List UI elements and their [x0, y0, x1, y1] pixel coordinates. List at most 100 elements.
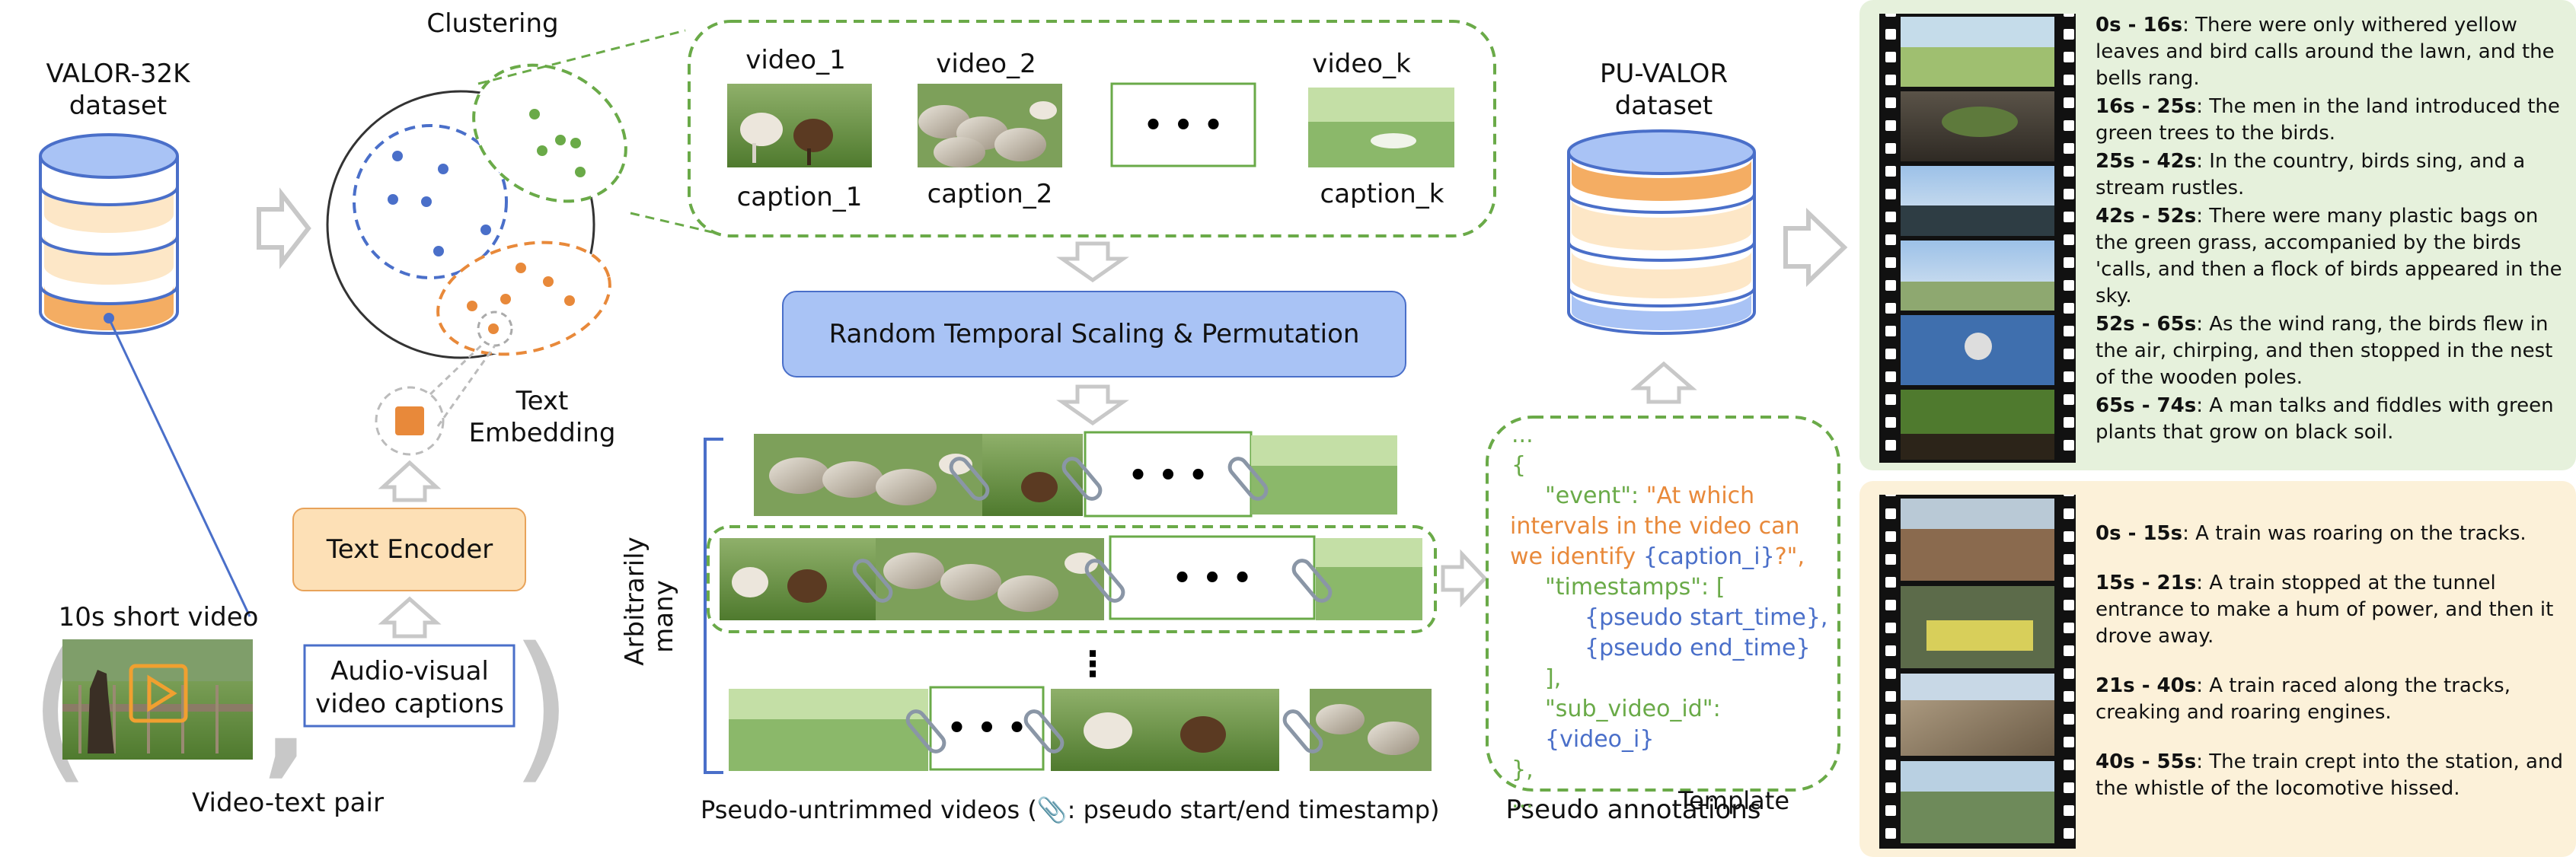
pseudo-annotation-template: Pseudo annotations: [1486, 416, 1840, 825]
arrow-puvalor-to-examples: [1783, 207, 1848, 288]
template-event-value-1: "At which: [1646, 483, 1755, 509]
train-caption-text: : The train crept into the station, and …: [2096, 750, 2563, 800]
captions-box-line2: video captions: [315, 689, 504, 719]
nature-caption-4: 42s - 52s: There were many plastic bags …: [2096, 203, 2566, 310]
more-videos-ellipsis: • • •: [1144, 108, 1224, 143]
arbitrarily-label: Arbitrarily: [620, 537, 650, 665]
arbitrarily-many-bracket: [704, 438, 723, 774]
pseudo-video-row-1: • • •: [754, 431, 1397, 518]
valor-title-line1: VALOR-32K: [46, 59, 192, 89]
template-event-key: "event":: [1545, 483, 1639, 509]
text-embedding-point: [375, 342, 496, 456]
paperclip-icon: [852, 559, 1333, 603]
nature-caption-6: 65s - 74s: A man talks and fiddles with …: [2096, 393, 2566, 446]
text-embedding-label-line1: Text: [516, 386, 569, 416]
puvalor-database-icon: [1567, 129, 1756, 335]
template-dots-bottom: ...: [1511, 787, 1534, 814]
train-caption-time: 15s - 21s: [2096, 572, 2197, 594]
selected-pseudo-video-highlight: [707, 525, 1437, 633]
template-dots-top: ...: [1511, 422, 1534, 448]
text-encoder-label: Text Encoder: [326, 534, 493, 565]
template-tag: Template: [1677, 786, 1789, 815]
train-caption-3: 21s - 40s: A train raced along the track…: [2096, 673, 2566, 726]
clustering-panel: Clustering Text Embedding: [326, 8, 713, 456]
nature-caption-text: : There were many plastic bags on the gr…: [2096, 205, 2562, 307]
nature-caption-time: 42s - 52s: [2096, 205, 2197, 228]
more-videos-placeholder: [1110, 82, 1256, 167]
template-ts-start: {pseudo start_time},: [1585, 604, 1828, 631]
nature-caption-text: : In the country, birds sing, and a stre…: [2096, 150, 2526, 199]
nature-caption-text: : There were only withered yellow leaves…: [2096, 14, 2555, 90]
puvalor-title-line1: PU-VALOR: [1600, 59, 1728, 89]
cluster-orange: [436, 241, 611, 356]
video-1-thumbnail: [727, 84, 872, 167]
video-1-label: video_1: [745, 45, 846, 75]
pseudo-video-row-2: • • •: [720, 535, 1422, 620]
train-caption-2: 15s - 21s: A train stopped at the tunnel…: [2096, 570, 2566, 650]
pseudo-untrimmed-label: Pseudo-untrimmed videos (📎: pseudo start…: [701, 795, 1440, 824]
arrow-scaling-to-pseudo: [1056, 384, 1129, 426]
nature-caption-text: : As the wind rang, the birds flew in th…: [2096, 313, 2553, 389]
train-caption-text: : A train was roaring on the tracks.: [2182, 522, 2527, 545]
arrow-pseudo-to-annotations: [1441, 549, 1488, 608]
template-brace-open: {: [1511, 452, 1527, 479]
train-caption-1: 0s - 15s: A train was roaring on the tra…: [2096, 521, 2566, 547]
more-rows-vertical-dots: ⋮: [1075, 643, 1110, 684]
nature-caption-time: 52s - 65s: [2096, 313, 2197, 336]
arrow-encoder-to-embedding: [378, 460, 442, 502]
video-text-pair-label: Video-text pair: [192, 788, 384, 818]
audio-visual-captions-box: [303, 644, 516, 728]
video-k-thumbnail: [1308, 88, 1454, 167]
puvalor-title-line2: dataset: [1615, 91, 1713, 121]
template-event-value-3b: ?",: [1774, 543, 1805, 570]
nature-caption-2: 16s - 25s: The men in the land introduce…: [2096, 94, 2566, 147]
text-encoder-box: [292, 508, 526, 591]
zoom-line-top: [477, 29, 686, 85]
template-event-value-2: intervals in the video can: [1510, 513, 1800, 540]
pseudo-video-row-3: • • •: [729, 686, 1432, 771]
caption-2-label: caption_2: [927, 179, 1053, 209]
video-2-label: video_2: [936, 49, 1036, 79]
nature-caption-time: 65s - 74s: [2096, 394, 2197, 417]
random-temporal-scaling-box: [782, 291, 1406, 378]
template-text: ... { "event": "At which intervals in th…: [1510, 420, 1835, 816]
play-icon: [147, 674, 177, 712]
paperclip-icon: [949, 457, 1269, 501]
nature-caption-1: 0s - 16s: There were only withered yello…: [2096, 12, 2566, 92]
arrow-annotations-to-puvalor: [1630, 361, 1697, 404]
template-box: [1486, 416, 1840, 792]
clustering-title: Clustering: [426, 8, 558, 39]
template-event-value-3a: we identify: [1510, 543, 1643, 570]
arrow-captions-to-encoder: [378, 596, 442, 639]
arrow-selection-to-scaling: [1056, 241, 1129, 283]
nature-caption-time: 25s - 42s: [2096, 150, 2197, 173]
row3-ellipsis: • • •: [947, 711, 1027, 746]
zoom-line-bottom: [630, 212, 713, 234]
template-brace-close: },: [1511, 757, 1534, 783]
pair-paren-right: ): [510, 613, 573, 799]
train-caption-time: 21s - 40s: [2096, 674, 2197, 697]
train-caption-text: : A train stopped at the tunnel entrance…: [2096, 572, 2554, 648]
template-bracket-close: ],: [1545, 665, 1562, 692]
nature-caption-5: 52s - 65s: As the wind rang, the birds f…: [2096, 311, 2566, 391]
row1-ellipsis: • • •: [1128, 458, 1208, 493]
template-timestamps-key: "timestamps": [: [1545, 574, 1725, 601]
pu-valor-dataset: PU-VALOR dataset: [1567, 59, 1756, 335]
sample-link-line: [107, 317, 251, 617]
train-caption-4: 40s - 55s: The train crept into the stat…: [2096, 749, 2566, 802]
pseudo-untrimmed-videos: Arbitrarily . many • • •: [620, 431, 1437, 774]
cluster-green: [472, 63, 627, 203]
pseudo-annotations-label: Pseudo annotations: [1505, 795, 1760, 825]
template-subvideo-var: {video_i}: [1545, 726, 1655, 753]
captions-box-line1: Audio-visual: [330, 656, 489, 687]
encoder-column: Text Encoder Audio-visual video captions: [292, 460, 526, 728]
text-embedding-label-line2: Embedding: [469, 418, 616, 448]
valor-database-icon: [39, 133, 179, 335]
video-2-thumbnail: [918, 84, 1062, 167]
template-subvideo-key: "sub_video_id":: [1545, 696, 1721, 722]
arrow-dataset-to-clustering: [257, 187, 311, 269]
cluster-blue: [353, 124, 508, 279]
nature-film-strip: [1879, 14, 2076, 463]
nature-caption-text: : A man talks and fiddles with green pla…: [2096, 394, 2554, 444]
paperclip-icon: [905, 709, 1323, 753]
